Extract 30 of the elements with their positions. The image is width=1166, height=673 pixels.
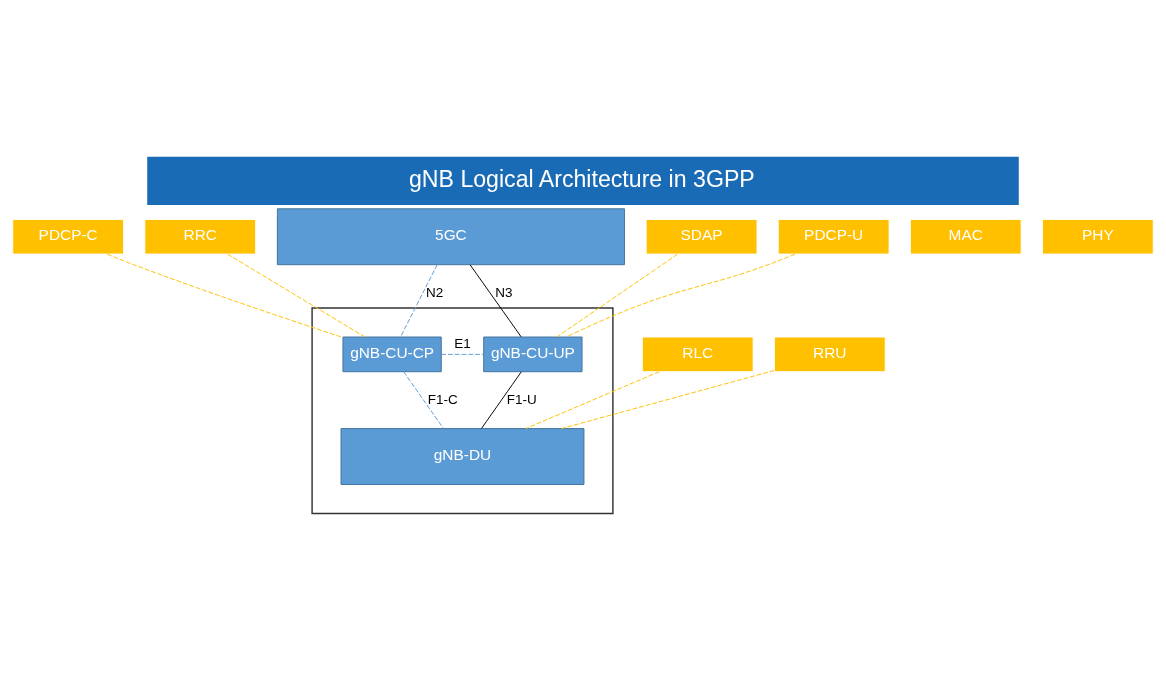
edge-label: E1 [454,335,471,351]
connector [440,353,484,355]
diagram-title: gNB Logical Architecture in 3GPP [408,165,755,192]
node-box: PDCP-U [777,218,890,255]
connector [403,370,444,429]
connector [481,370,522,429]
connector [556,253,678,337]
node-box: gNB-CU-CP [342,336,442,372]
node-box: PHY [1041,218,1154,255]
node-box: PDCP-C [12,218,125,255]
edge-label: N2 [425,284,444,300]
node-box: gNB-CU-UP [483,336,583,372]
edge-label: N3 [495,284,513,300]
connector [525,370,660,429]
node-box: RRU [773,336,886,372]
edge-label: F1-U [506,391,537,407]
connector [106,253,344,338]
cluster [311,306,614,514]
edge-label: F1-C [427,391,458,407]
node-box: MAC [909,218,1022,255]
connector [565,253,796,337]
node-box: gNB-DU [340,427,585,485]
node-box: SDAP [645,218,758,255]
node-box: 5GC [276,207,625,265]
connector [560,369,775,429]
connector [469,263,522,337]
connector [227,253,366,337]
connector [400,263,438,337]
node-box: RRC [144,218,257,255]
node-box: RLC [641,336,754,372]
